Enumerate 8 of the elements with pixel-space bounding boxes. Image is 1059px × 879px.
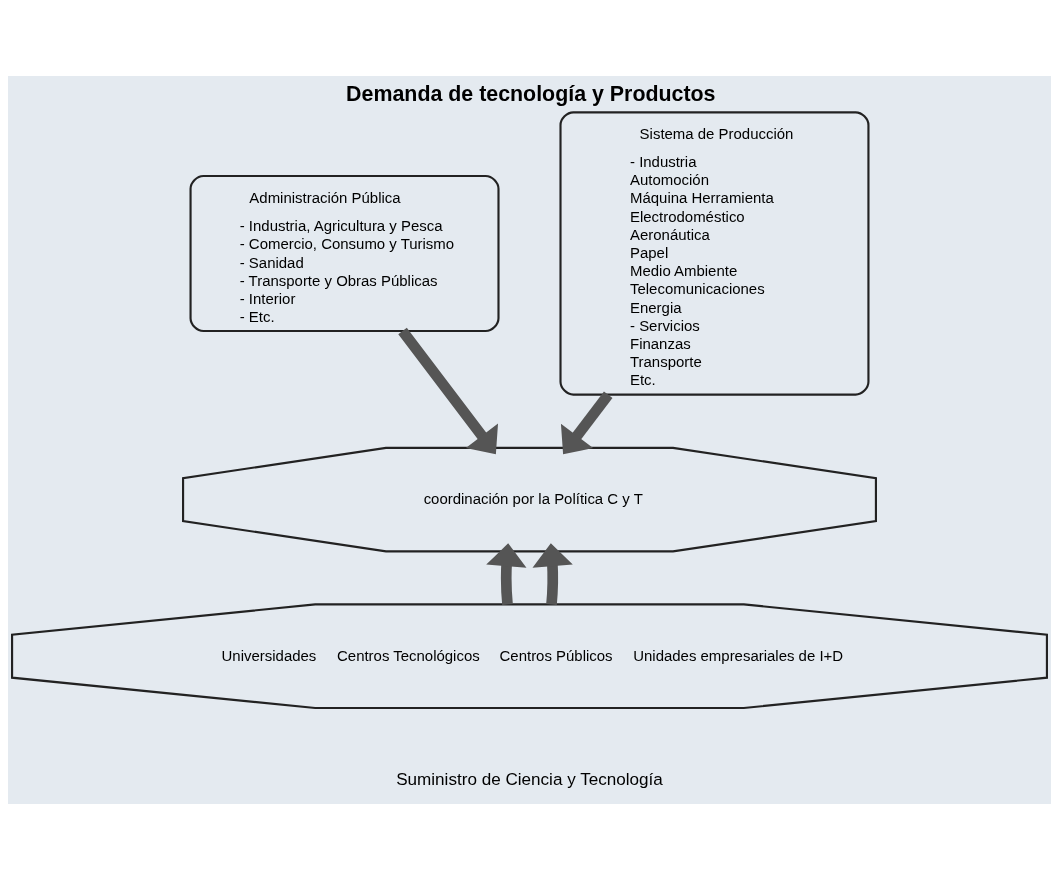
node-box: Sistema de Producción - Industria Automoción Máquina Herramienta Electrodoméstico Aeronáutica Papel Medio Ambiente Telecomunicaciones Energia - Servicios Finanzas Transporte Etc. [559, 110, 870, 396]
arrow [398, 327, 498, 454]
arrow [486, 542, 527, 605]
node-box: Administración Pública - Industria, Agricultura y Pesca - Comercio, Consumo y Turismo - Sanidad - Transporte y Obras Públicas - Interior - Etc. [189, 174, 500, 332]
arrow [560, 391, 613, 454]
node-label: Suministro de Ciencia y Tecnología [396, 769, 663, 789]
diagram-title: Demanda de tecnología y Productos [346, 81, 716, 106]
arrow [532, 542, 573, 605]
